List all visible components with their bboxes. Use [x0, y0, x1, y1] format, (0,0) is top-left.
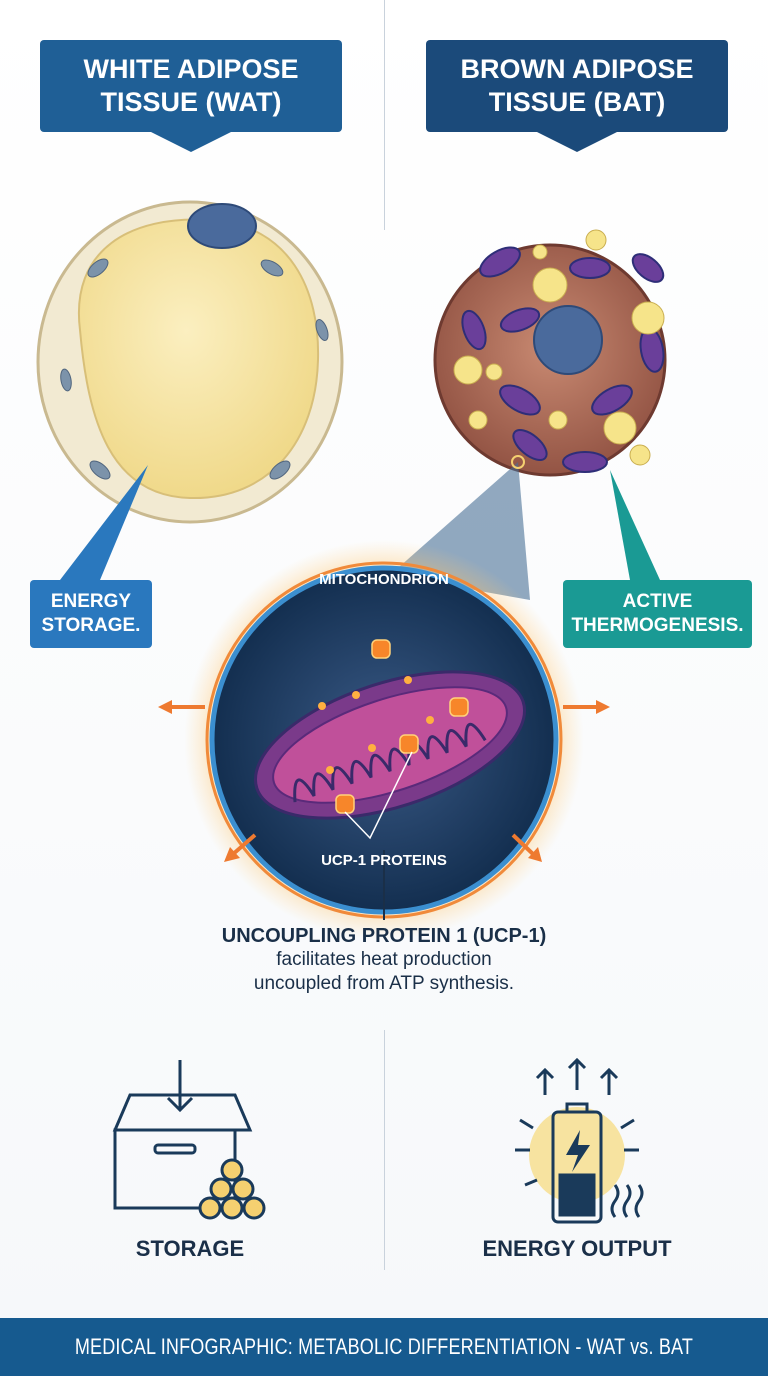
brown-adipocyte-cell	[433, 229, 667, 477]
bat-header-line2: TISSUE (BAT)	[488, 87, 666, 117]
nucleus	[187, 203, 257, 249]
mitochondrion-zoom	[184, 540, 584, 940]
footer-banner: MEDICAL INFOGRAPHIC: METABOLIC DIFFERENT…	[0, 1318, 768, 1376]
wat-callout: ENERGY STORAGE.	[30, 580, 152, 648]
footer-text: MEDICAL INFOGRAPHIC: METABOLIC DIFFERENT…	[74, 1334, 694, 1359]
illustration-canvas	[36, 200, 667, 1224]
heat-arrows	[158, 700, 610, 862]
battery-with-heat-icon	[515, 1057, 644, 1224]
ucp1-description: UNCOUPLING PROTEIN 1 (UCP-1) facilitates…	[180, 925, 588, 996]
ucp1-proteins-label: UCP-1 PROTEINS	[321, 852, 447, 869]
wat-callout-pointer	[60, 465, 148, 580]
wat-header-pointer	[151, 132, 231, 152]
bat-callout-line1: ACTIVE	[622, 591, 693, 612]
divider-bottom	[384, 1030, 385, 1270]
wat-header-line1: WHITE ADIPOSE	[83, 54, 299, 84]
bat-callout: ACTIVE THERMOGENESIS.	[563, 580, 752, 648]
bat-header-pointer	[537, 132, 617, 152]
energy-output-label: ENERGY OUTPUT	[482, 1236, 672, 1261]
bat-callout-pointer	[610, 470, 660, 580]
zoom-source	[511, 455, 525, 469]
box-with-fat-droplets-icon	[112, 1060, 266, 1220]
wat-header-line2: TISSUE (WAT)	[100, 87, 282, 117]
ucp1-description-line1: facilitates heat production	[276, 949, 492, 970]
storage-label: STORAGE	[135, 1236, 245, 1261]
wat-callout-line1: ENERGY	[50, 591, 132, 612]
mitochondrion-title: MITOCHONDRION	[319, 571, 449, 588]
ucp1-description-line2: uncoupled from ATP synthesis.	[253, 973, 515, 994]
nucleus	[533, 305, 603, 375]
ucp1-description-title: UNCOUPLING PROTEIN 1 (UCP-1)	[221, 925, 547, 947]
divider-top	[384, 0, 385, 230]
bat-callout-line2: THERMOGENESIS.	[571, 615, 744, 636]
bat-header-line1: BROWN ADIPOSE	[460, 54, 694, 84]
wat-callout-line2: STORAGE.	[41, 615, 141, 636]
white-adipocyte-cell	[36, 200, 344, 524]
